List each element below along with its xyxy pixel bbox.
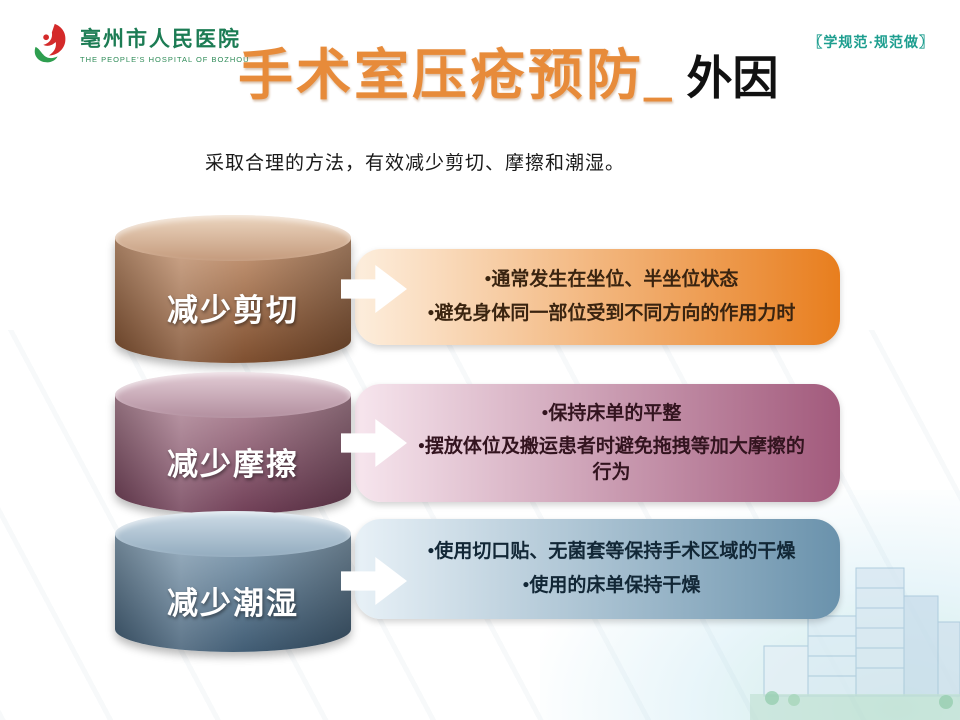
- hospital-logo-icon: [34, 23, 66, 63]
- diagram-row-friction: 减少摩擦 •保持床单的平整 •摆放体位及搬运患者时避免拖拽等加大摩擦的行为: [115, 372, 840, 514]
- slogan-tag: 〖学规范·规范做〗: [808, 36, 934, 51]
- cylinder-top: [115, 215, 351, 261]
- bullet-point: •摆放体位及搬运患者时避免拖拽等加大摩擦的行为: [418, 436, 805, 483]
- cylinder-shape: 减少潮湿: [115, 511, 351, 652]
- bullet-point: •使用的床单保持干燥: [522, 575, 701, 596]
- bullet-point: •保持床单的平整: [541, 402, 682, 424]
- diagram-row-moisture: 减少潮湿 •使用切口贴、无菌套等保持手术区域的干燥 •使用的床单保持干燥: [115, 511, 840, 652]
- page-title: 手术室压疮预防_ 外因: [238, 30, 779, 110]
- diagram-row-shear: 减少剪切 •通常发生在坐位、半坐位状态 •避免身体同一部位受到不同方向的作用力时: [115, 215, 840, 363]
- page-title-main: 手术室压疮预防_: [238, 45, 675, 106]
- cylinder-label: 减少潮湿: [167, 585, 299, 621]
- detail-box: •保持床单的平整 •摆放体位及搬运患者时避免拖拽等加大摩擦的行为: [355, 384, 840, 502]
- page-title-suffix: 外因: [686, 53, 779, 104]
- cylinder-shape: 减少摩擦: [115, 372, 351, 514]
- hospital-name-english: THE PEOPLE'S HOSPITAL OF BOZHOU: [80, 54, 250, 64]
- detail-box: •使用切口贴、无菌套等保持手术区域的干燥 •使用的床单保持干燥: [355, 519, 840, 619]
- cylinder-label: 减少剪切: [167, 293, 299, 328]
- cylinder-top: [115, 372, 351, 418]
- cylinder-label: 减少摩擦: [167, 447, 299, 482]
- bullet-point: •通常发生在坐位、半坐位状态: [484, 269, 739, 291]
- hospital-name: 亳州市人民医院: [80, 26, 241, 51]
- hospital-logo-text: 亳州市人民医院 THE PEOPLE'S HOSPITAL OF BOZHOU: [80, 23, 250, 64]
- slide-subtitle: 采取合理的方法，有效减少剪切、摩擦和潮湿。: [205, 153, 626, 174]
- bullet-point: •使用切口贴、无菌套等保持手术区域的干燥: [427, 541, 796, 563]
- cylinder-body: 减少潮湿: [115, 534, 351, 652]
- hospital-logo: 亳州市人民医院 THE PEOPLE'S HOSPITAL OF BOZHOU: [26, 20, 250, 66]
- cylinder-top: [115, 511, 351, 557]
- detail-box: •通常发生在坐位、半坐位状态 •避免身体同一部位受到不同方向的作用力时: [355, 249, 840, 345]
- cylinder-shape: 减少剪切: [115, 215, 351, 363]
- bullet-point: •避免身体同一部位受到不同方向的作用力时: [427, 303, 796, 324]
